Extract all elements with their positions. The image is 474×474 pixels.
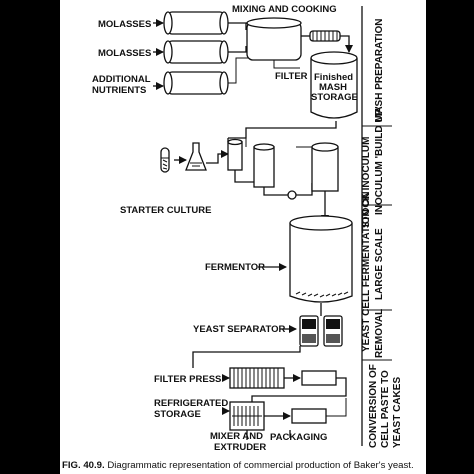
label-molasses-2: MOLASSES <box>98 48 151 59</box>
stage-stock-inoculum: STOCK INOCULUM <box>361 137 372 228</box>
label-mixer: MIXER AND <box>210 431 263 442</box>
caption-text: Diagrammatic representation of commercia… <box>107 460 413 471</box>
separator-out-line <box>192 346 301 368</box>
label-molasses-1: MOLASSES <box>98 19 151 30</box>
molasses-1-pipe <box>228 22 247 30</box>
stage-conversion-line2: CELL PASTE TO <box>380 370 391 448</box>
molasses-tank-1 <box>163 11 229 35</box>
medium-tank-out <box>263 187 289 196</box>
stage-inoculum-build-up: INOCULUM 'BUILD UP' <box>374 106 385 215</box>
nutrients-pipe <box>228 57 252 84</box>
white-panel <box>60 0 426 474</box>
packaging-return <box>326 398 347 417</box>
nutrients-tank <box>163 71 229 95</box>
label-extruder: EXTRUDER <box>214 442 266 453</box>
label-fermentor: FERMENTOR <box>205 262 265 273</box>
to-storage-pipe <box>340 35 353 53</box>
filter-press <box>229 367 285 389</box>
label-filter: FILTER <box>275 71 308 82</box>
stage-mash-preparation: MASH PREPARATION <box>374 18 385 122</box>
caption-figure-number: FIG. 40.9. <box>62 460 105 471</box>
fermentor-tank <box>289 215 353 303</box>
refrigerated-storage-unit <box>229 401 265 431</box>
label-packaging: PACKAGING <box>270 432 327 443</box>
flask-to-tank-arrow <box>206 150 229 164</box>
small-tank-out <box>234 170 254 183</box>
pump-icon <box>287 190 297 200</box>
figure-caption: FIG. 40.9. Diagrammatic representation o… <box>62 460 414 471</box>
label-yeast-separator: YEAST SEPARATOR <box>193 324 286 335</box>
label-starter-culture: STARTER CULTURE <box>120 205 211 216</box>
label-nutrients: NUTRIENTS <box>92 85 146 96</box>
mash-storage-tank <box>310 51 358 119</box>
label-filter-press: FILTER PRESS <box>154 374 221 385</box>
label-refrigerated: REFRIGERATED <box>154 398 228 409</box>
label-storage: STORAGE <box>311 92 358 103</box>
conversion-box-2 <box>291 408 327 424</box>
stage-conversion-line3: YEAST CAKES <box>392 377 403 448</box>
stage-yeast-cell-fermentation: YEAST CELL FERMENTATION ON <box>361 191 372 352</box>
label-mash: MASH <box>319 82 347 93</box>
seed-tank-medium <box>253 143 275 188</box>
molasses-tank-2 <box>163 40 229 64</box>
conversion-box-1 <box>301 370 337 386</box>
to-storage-line <box>251 377 347 402</box>
stage-large-scale: LARGE SCALE <box>374 228 385 300</box>
seed-tank-small <box>227 138 243 171</box>
stage-conversion-line1: CONVERSION OF <box>368 364 379 448</box>
label-mixing-cooking: MIXING AND COOKING <box>232 4 337 15</box>
seed-tank-large <box>311 142 339 192</box>
flask <box>185 142 207 171</box>
label-refrigerated-storage: STORAGE <box>154 409 201 420</box>
heat-exchanger-coil <box>301 30 341 42</box>
mixing-cooking-vessel <box>246 17 302 61</box>
stage-removal: REMOVAL <box>374 309 385 358</box>
test-tube <box>160 147 170 173</box>
label-additional: ADDITIONAL <box>92 74 151 85</box>
label-finished: Finished <box>314 72 353 83</box>
yeast-separator-right <box>323 315 343 347</box>
yeast-separator-left <box>299 315 319 347</box>
molasses-2-pipe <box>228 46 247 53</box>
filter-pipe <box>273 60 300 69</box>
